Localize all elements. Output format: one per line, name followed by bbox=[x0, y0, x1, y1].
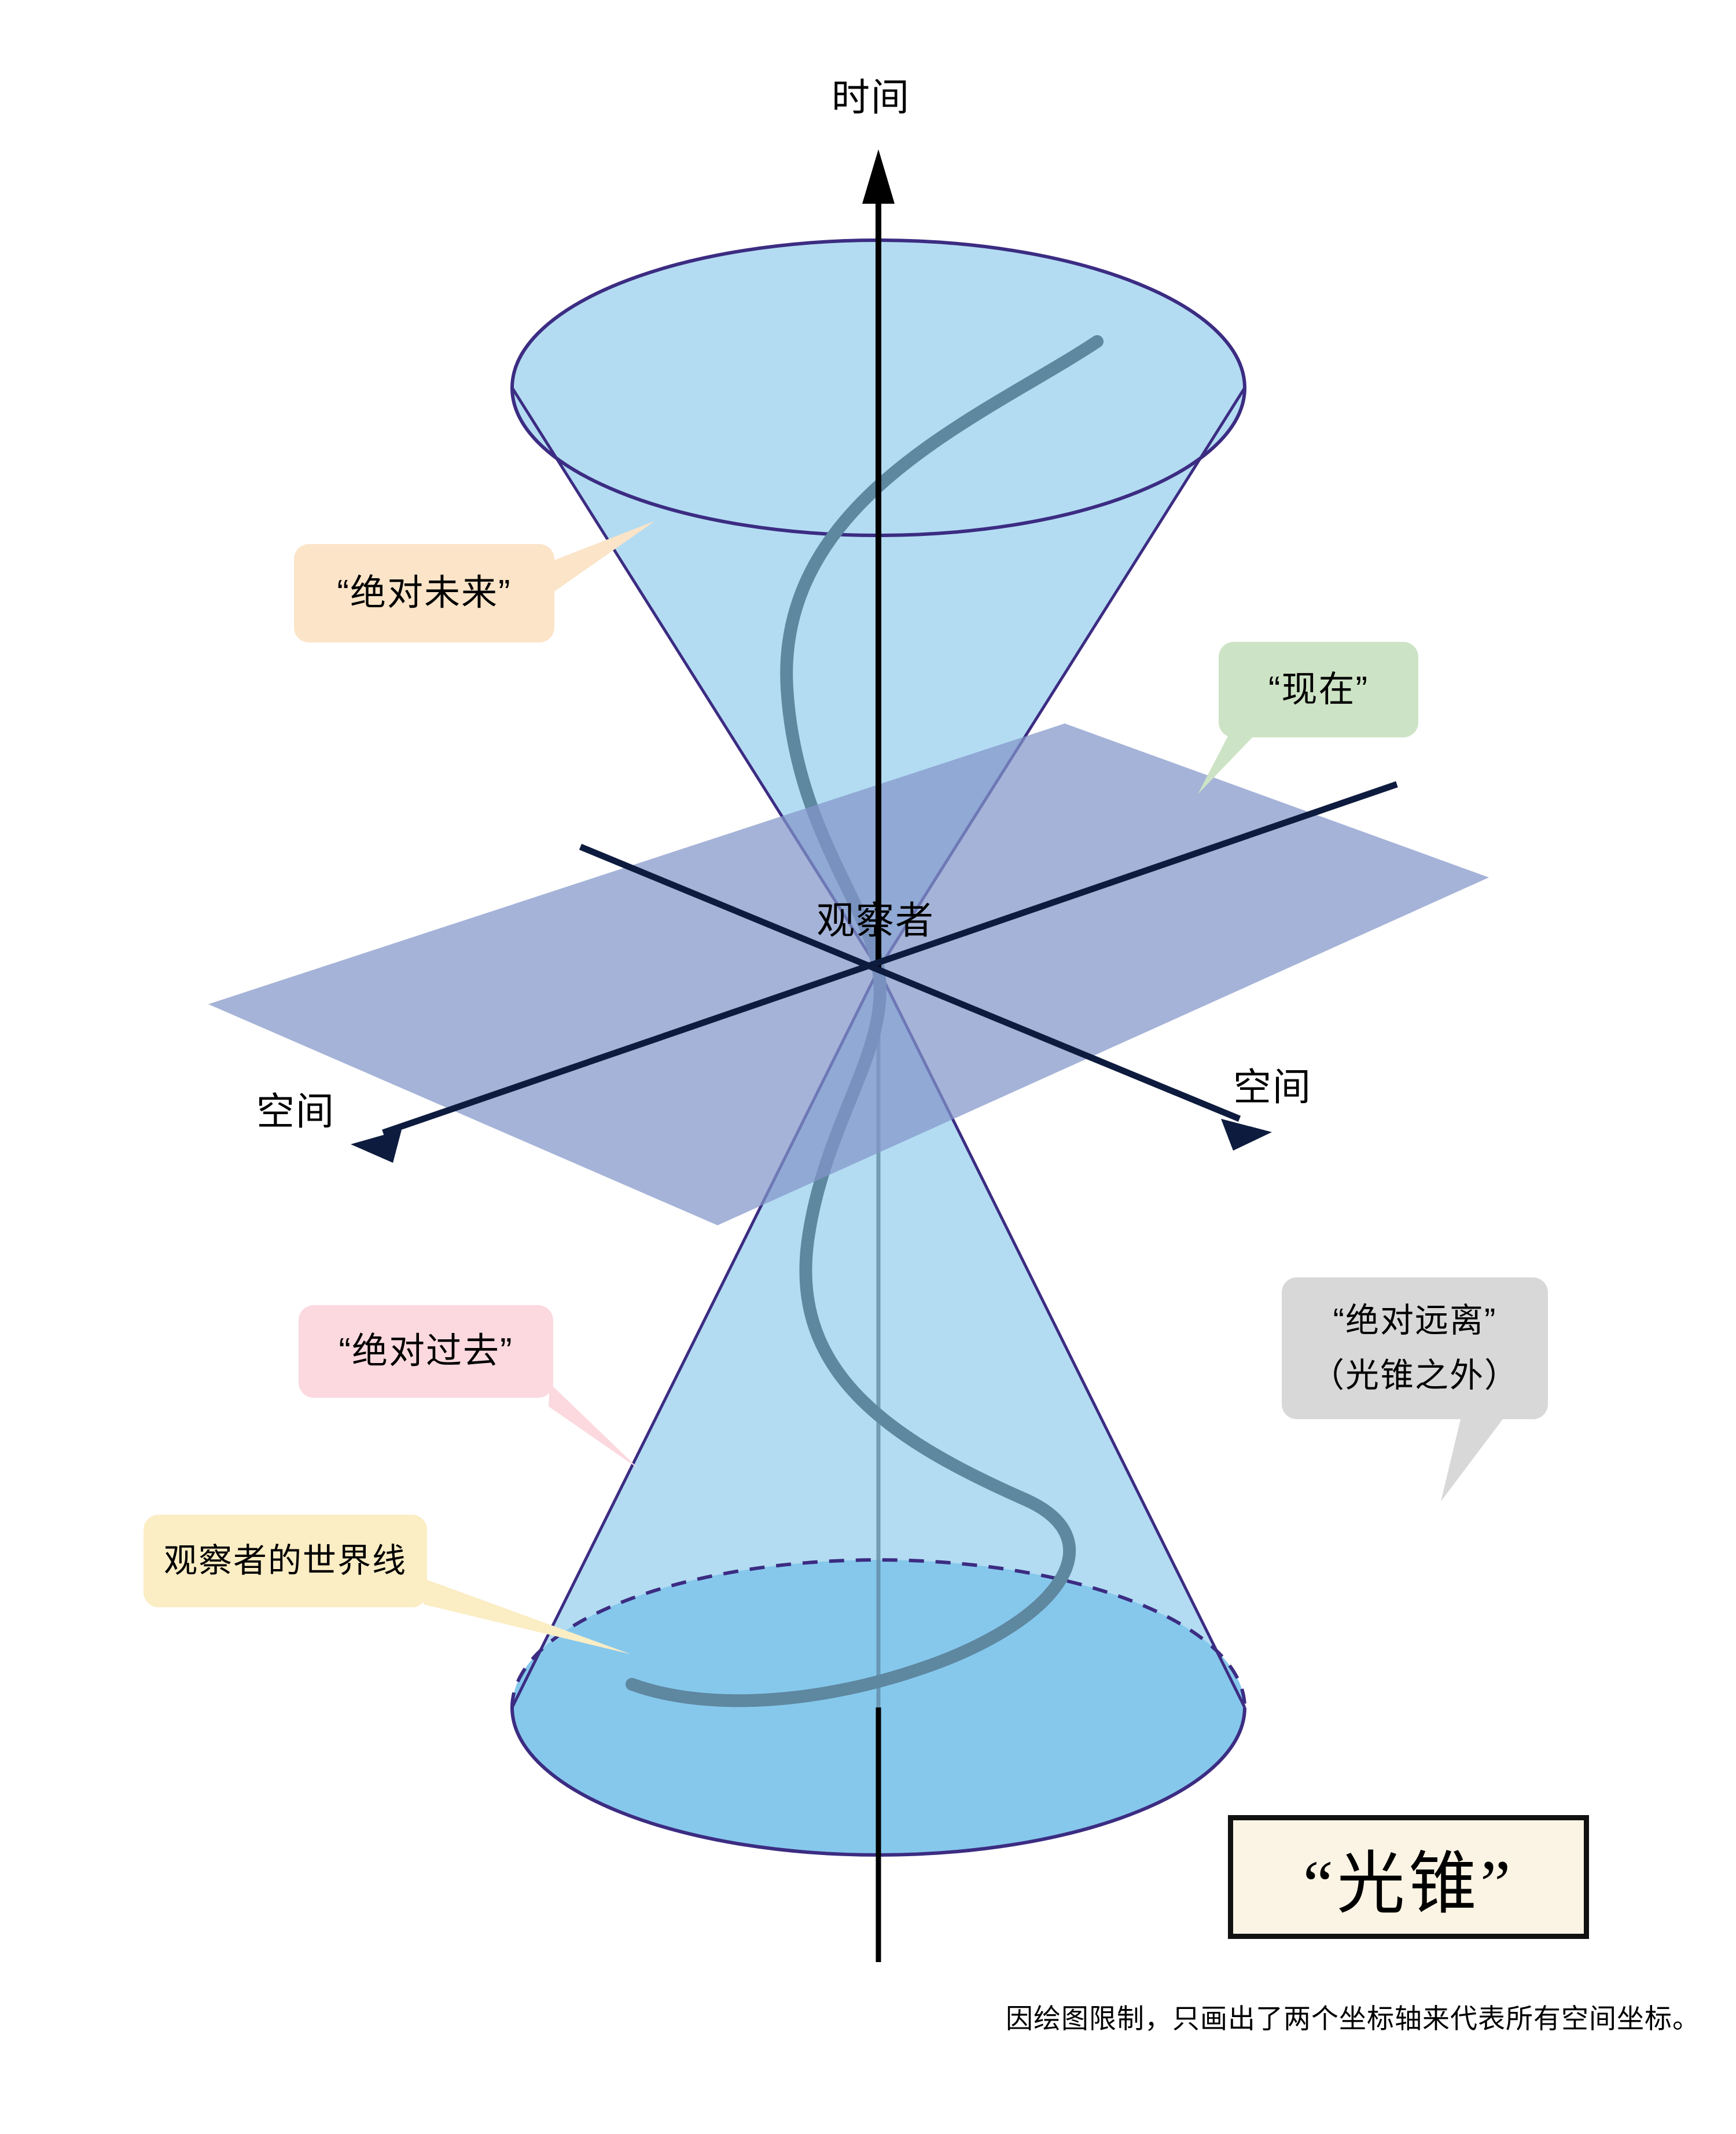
axis-label-time: 时间 bbox=[832, 76, 910, 119]
figure-footnote: 因绘图限制，只画出了两个坐标轴来代表所有空间坐标。 bbox=[1006, 2003, 1700, 2034]
space-axis-right bbox=[579, 843, 1272, 1151]
time-axis-arrowhead bbox=[862, 149, 895, 204]
callout-absolute-elsewhere: “绝对远离” （光锥之外） bbox=[1282, 1277, 1548, 1419]
observer-world-line bbox=[626, 335, 1104, 1707]
figure-title-plate: “光锥” bbox=[1228, 1815, 1589, 1939]
callout-tail-elsewhere bbox=[1441, 1417, 1505, 1501]
axis-label-space-left: 空间 bbox=[256, 1090, 335, 1133]
callout-observer-world-line-text: 观察者的世界线 bbox=[163, 1541, 407, 1580]
space-axis-left bbox=[351, 781, 1398, 1163]
callout-absolute-future-text: “绝对未来” bbox=[337, 573, 512, 614]
callout-now: “现在” bbox=[1219, 642, 1418, 737]
origin-label-observer: 观察者 bbox=[816, 899, 935, 942]
callout-tail-past bbox=[549, 1383, 639, 1469]
axis-label-space-right: 空间 bbox=[1233, 1066, 1312, 1108]
callout-now-text: “现在” bbox=[1268, 669, 1369, 710]
callout-observer-world-line: 观察者的世界线 bbox=[144, 1515, 427, 1607]
space-axis-right-arrowhead bbox=[1221, 1119, 1272, 1151]
callout-absolute-past-text: “绝对过去” bbox=[339, 1331, 513, 1372]
callout-tail-now bbox=[1198, 734, 1256, 794]
callout-tail-future bbox=[551, 521, 655, 592]
callout-absolute-elsewhere-line1: “绝对远离” bbox=[1333, 1302, 1497, 1340]
callout-absolute-past: “绝对过去” bbox=[299, 1305, 553, 1398]
callout-tail-worldline bbox=[424, 1579, 631, 1654]
callout-absolute-elsewhere-line2: （光锥之外） bbox=[1310, 1356, 1519, 1394]
space-axis-left-arrowhead bbox=[351, 1130, 402, 1163]
time-axis bbox=[862, 149, 895, 969]
callout-absolute-future: “绝对未来” bbox=[294, 544, 554, 642]
figure-title-text: “光锥” bbox=[1303, 1846, 1514, 1922]
